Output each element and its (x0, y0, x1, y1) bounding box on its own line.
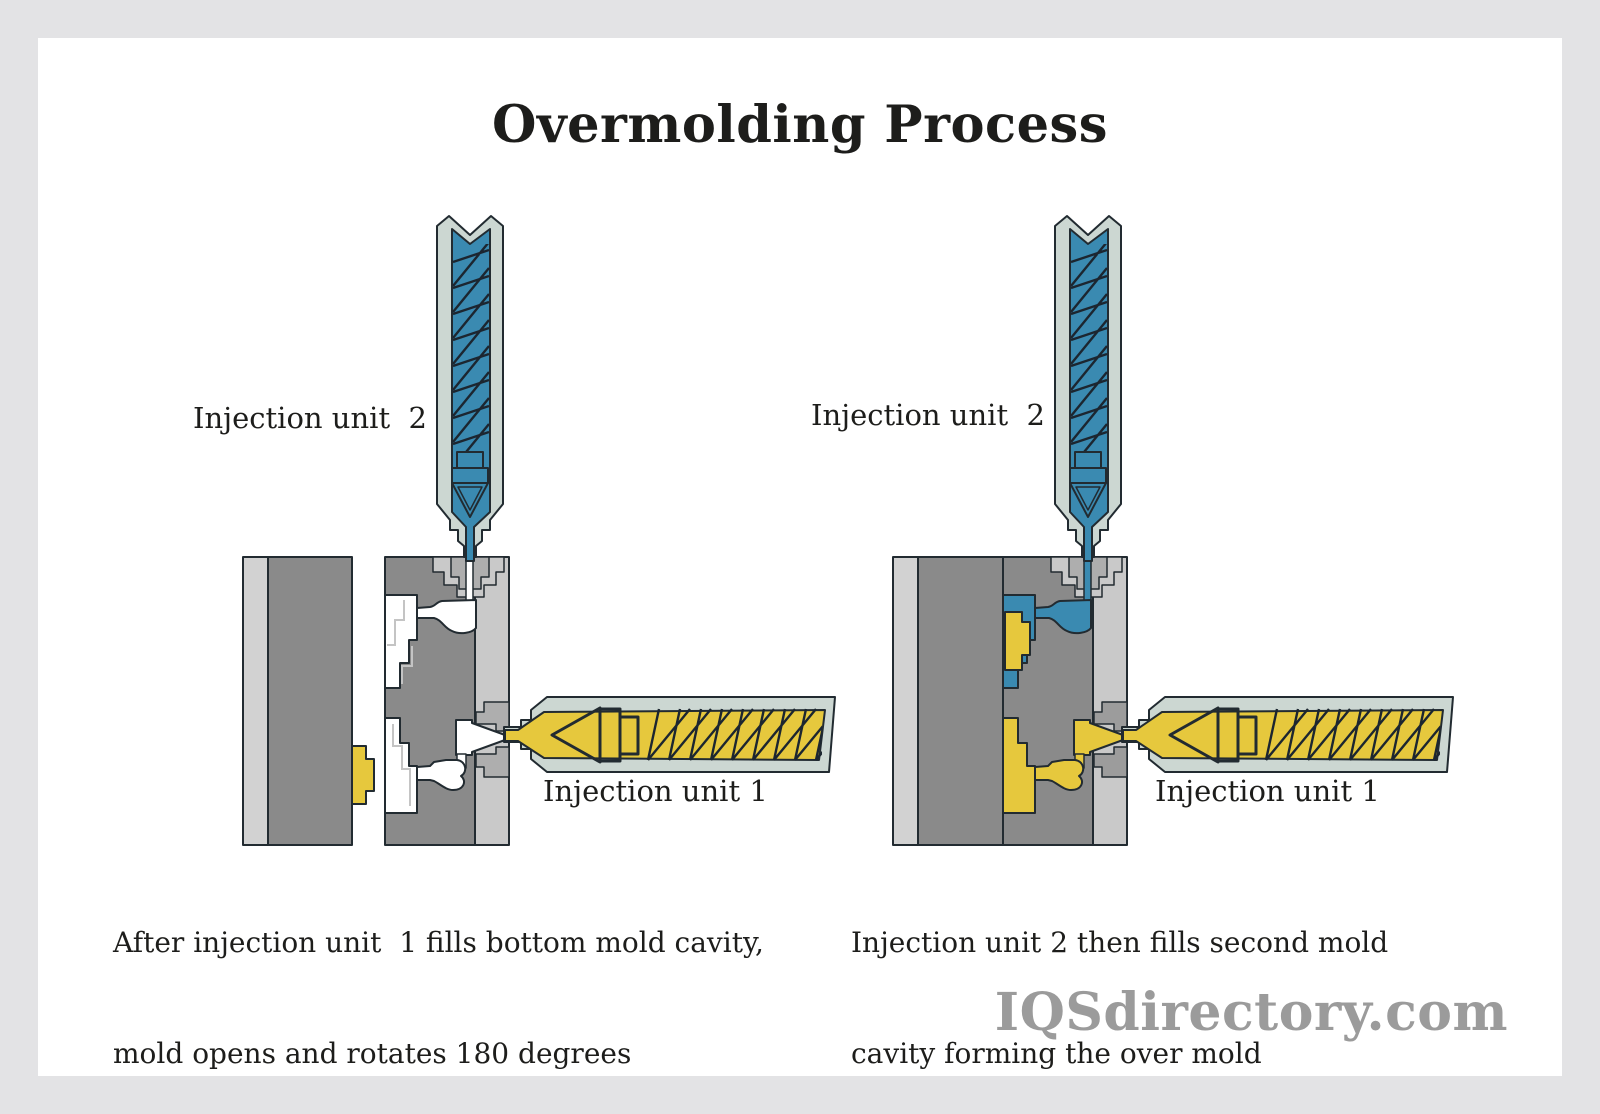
right-vertical-injection-unit (1055, 216, 1121, 561)
left-bottom-part-cavity (416, 759, 467, 791)
caption-left-line1: After injection unit 1 fills bottom mold… (113, 926, 764, 959)
left-molded-part-on-platen (351, 745, 375, 805)
caption-right-line1: Injection unit 2 then fills second mold (851, 926, 1389, 959)
right-yellow-insert (1004, 611, 1031, 671)
right-mold (892, 556, 1128, 846)
label-right-injection-unit-1: Injection unit 1 (1155, 774, 1380, 808)
caption-right-line2: cavity forming the over mold (851, 1037, 1262, 1070)
label-left-injection-unit-1: Injection unit 1 (543, 774, 768, 808)
label-left-injection-unit-2: Injection unit 2 (193, 401, 427, 435)
right-top-sprue-blue (1083, 556, 1092, 604)
watermark: IQSdirectory.com (994, 982, 1508, 1043)
caption-left: After injection unit 1 fills bottom mold… (113, 850, 764, 1114)
caption-right: Injection unit 2 then fills second mold … (851, 850, 1388, 1114)
left-mold (242, 556, 510, 846)
left-top-part-cavity (416, 599, 477, 635)
right-bottom-part-yellow-core (1002, 717, 1036, 814)
left-horizontal-injection-unit (504, 697, 858, 772)
right-horizontal-injection-unit (1122, 697, 1476, 772)
right-bottom-part-yellow (1034, 759, 1085, 791)
label-right-injection-unit-2: Injection unit 2 (811, 398, 1045, 432)
left-vertical-injection-unit (437, 216, 503, 561)
page-title: Overmolding Process (492, 95, 1108, 155)
right-top-part-blue (1034, 599, 1092, 635)
caption-left-line2: mold opens and rotates 180 degrees (113, 1037, 632, 1070)
left-top-sprue (465, 556, 474, 604)
